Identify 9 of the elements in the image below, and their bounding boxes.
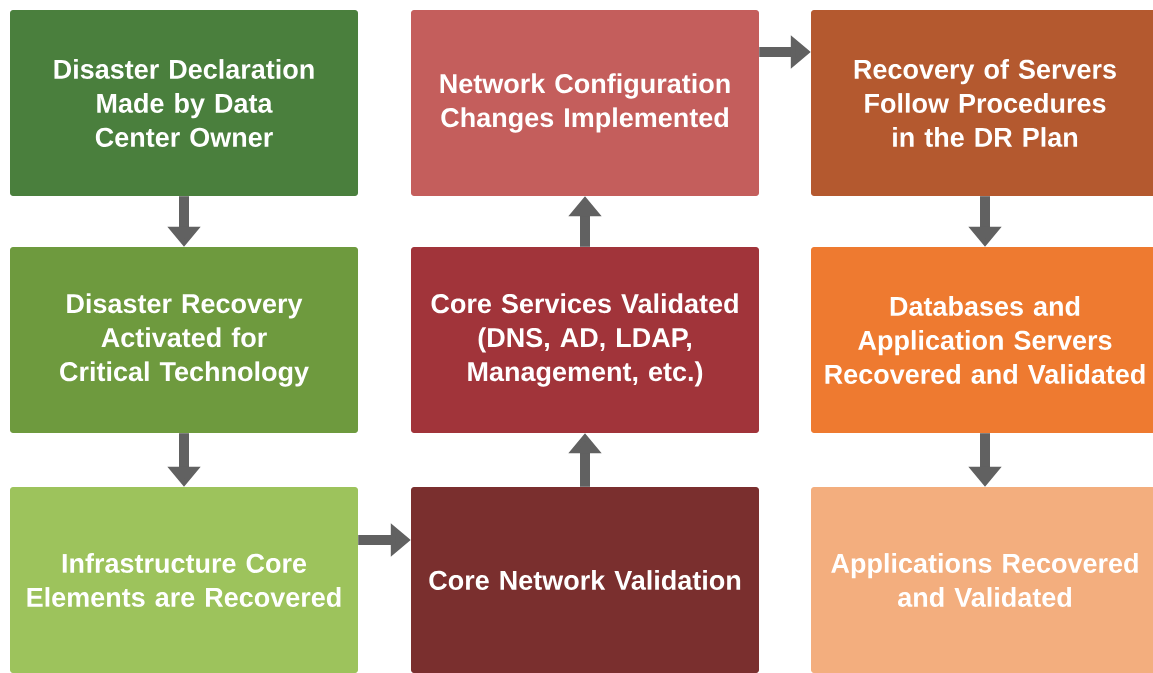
process-box: Infrastructure Core Elements are Recovered xyxy=(10,487,358,673)
process-box: Network Configuration Changes Implemented xyxy=(411,10,759,196)
process-box: Core Network Validation xyxy=(411,487,759,673)
process-box: Recovery of Servers Follow Procedures in the DR Plan xyxy=(811,10,1153,196)
process-box: Applications Recovered and Validated xyxy=(811,487,1153,673)
process-box: Databases and Application Servers Recovered and Validated xyxy=(811,247,1153,433)
process-box: Disaster Recovery Activated for Critical Technology xyxy=(10,247,358,433)
process-box: Core Services Validated (DNS, AD, LDAP, Management, etc.) xyxy=(411,247,759,433)
process-box: Disaster Declaration Made by Data Center Owner xyxy=(10,10,358,196)
